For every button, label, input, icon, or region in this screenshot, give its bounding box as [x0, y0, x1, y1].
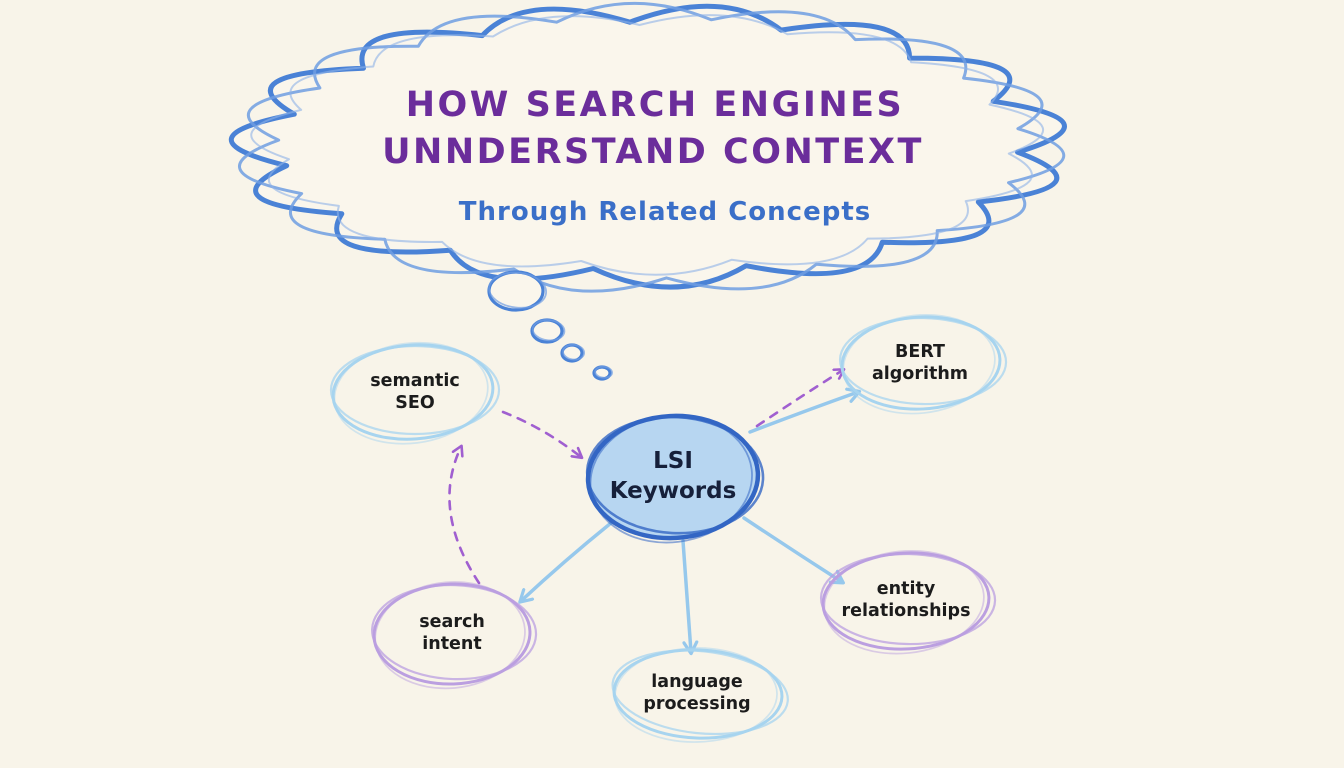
- node-label-bert-algorithm: BERT algorithm: [871, 342, 969, 384]
- node-label-semantic-seo: semantic SEO: [370, 371, 460, 413]
- node-label-entity-relationships: entity relationships: [841, 579, 971, 621]
- center-node-label: LSI Keywords: [609, 448, 737, 504]
- title-line1: HOW SEARCH ENGINES: [405, 84, 905, 125]
- node-ellipse-entity-relationships: [819, 549, 997, 655]
- node-label-search-intent: search intent: [419, 612, 485, 654]
- node-ellipse-search-intent: [371, 581, 538, 690]
- thought-bubble-cloud: [228, 1, 1067, 293]
- node-ellipse-semantic-seo: [329, 341, 501, 445]
- node-ellipse-bert-algorithm: [838, 313, 1008, 415]
- center-node-ellipse: [585, 413, 765, 544]
- connector-arrows: [448, 368, 862, 656]
- node-ellipse-language-processing: [611, 647, 789, 743]
- thought-trail-circles: [487, 270, 613, 381]
- subtitle: Through Related Concepts: [458, 196, 872, 227]
- title-line2: UNNDERSTAND CONTEXT: [382, 131, 924, 172]
- node-label-language-processing: language processing: [643, 672, 751, 714]
